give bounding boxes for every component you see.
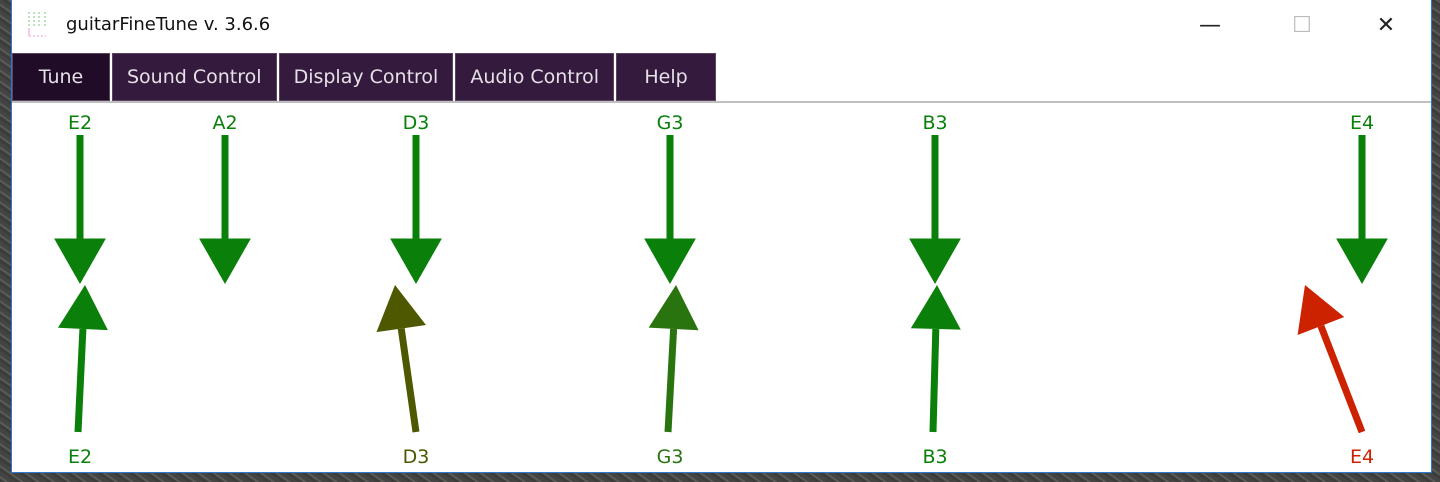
detected-note-label: B3 <box>922 446 947 468</box>
arrow-head <box>648 285 699 331</box>
arrow-head <box>57 285 108 331</box>
detected-note-label: D3 <box>403 446 430 468</box>
arrow-shaft <box>397 328 420 433</box>
arrow-head <box>910 285 961 330</box>
arrow-shaft <box>929 328 940 433</box>
menu-bar: Tune Sound Control Display Control Audio… <box>12 53 718 101</box>
arrow-head <box>644 238 696 285</box>
target-note-label: E4 <box>1350 112 1374 134</box>
target-note-label: B3 <box>922 112 947 134</box>
arrow-head <box>909 238 961 285</box>
detected-note-label: E4 <box>1350 446 1374 468</box>
tab-help[interactable]: Help <box>616 53 717 101</box>
app-icon <box>28 12 46 37</box>
arrow-head <box>1336 238 1388 285</box>
tab-audio-control[interactable]: Audio Control <box>455 53 615 101</box>
detected-note-label: G3 <box>657 446 684 468</box>
tab-display-control[interactable]: Display Control <box>278 53 454 101</box>
tab-sound-control[interactable]: Sound Control <box>112 53 277 101</box>
arrow-head <box>376 285 426 333</box>
arrow-head <box>54 238 106 285</box>
arrow-shaft <box>1317 324 1366 434</box>
target-note-label: A2 <box>212 112 237 134</box>
arrow-head <box>199 238 251 285</box>
app-window: guitarFineTune v. 3.6.6 — ☐ ✕ Tune Sound… <box>11 0 1432 473</box>
minimize-button[interactable]: — <box>1199 12 1221 38</box>
target-note-label: G3 <box>657 112 684 134</box>
arrow-head <box>390 238 442 285</box>
maximize-button[interactable]: ☐ <box>1292 12 1312 38</box>
detected-note-label: E2 <box>68 446 92 468</box>
tab-tune[interactable]: Tune <box>12 53 110 101</box>
menu-separator <box>12 101 1431 103</box>
arrow-head <box>1297 285 1345 336</box>
close-button[interactable]: ✕ <box>1376 12 1396 38</box>
arrow-shaft <box>74 328 87 433</box>
target-note-label: E2 <box>68 112 92 134</box>
window-title: guitarFineTune v. 3.6.6 <box>66 14 271 35</box>
title-bar: guitarFineTune v. 3.6.6 — ☐ ✕ <box>12 0 1431 50</box>
target-note-label: D3 <box>403 112 430 134</box>
arrow-shaft <box>664 328 678 433</box>
